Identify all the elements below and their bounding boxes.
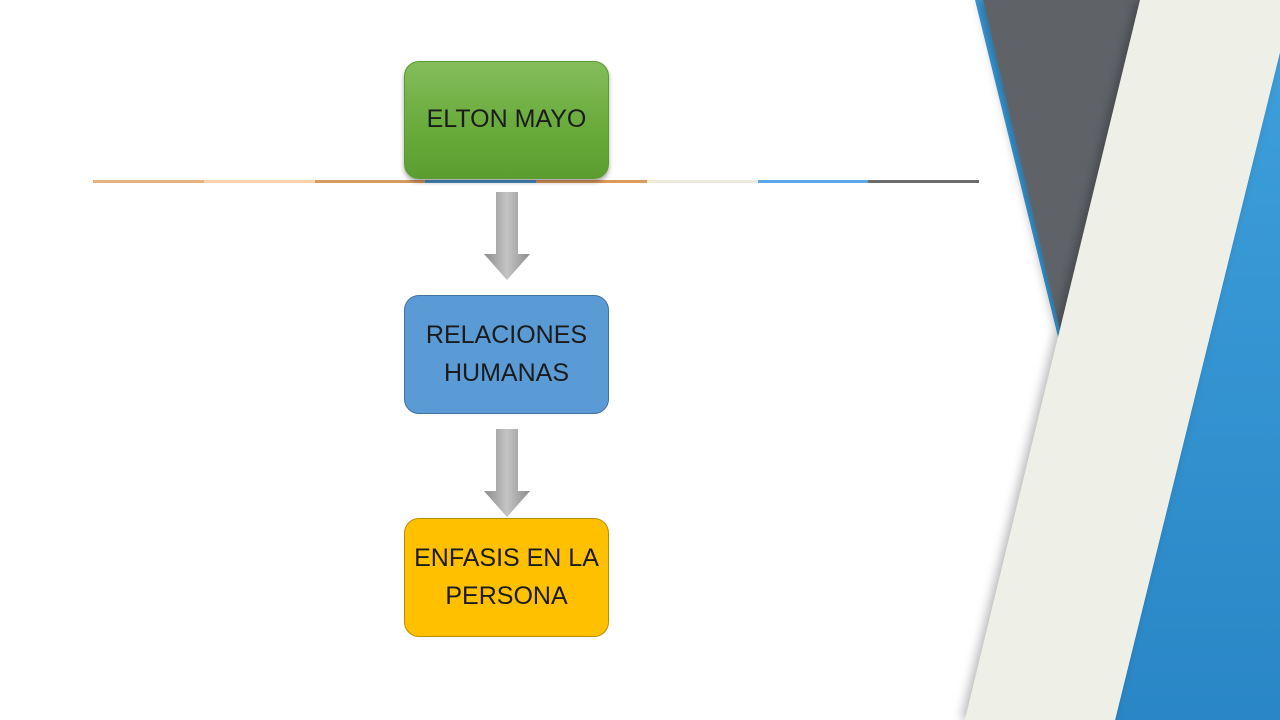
down-arrow-icon <box>484 429 530 517</box>
node-label: RELACIONES HUMANAS <box>425 321 588 387</box>
cream-band <box>965 0 1280 720</box>
divider-rule <box>93 180 979 183</box>
node-label: ELTON MAYO <box>426 105 587 134</box>
down-arrow-icon <box>484 192 530 280</box>
rule-segment <box>425 180 536 183</box>
node-label: ENFASIS EN LA PERSONA <box>414 544 599 610</box>
node-relaciones-humanas: RELACIONES HUMANAS <box>404 295 609 414</box>
rule-segment <box>757 180 869 183</box>
dark-gray-panel <box>983 0 1142 330</box>
rule-segment <box>203 180 315 183</box>
rule-segment <box>93 180 204 183</box>
rule-segment <box>868 180 979 183</box>
rule-segment <box>536 180 647 183</box>
rule-segment <box>646 180 758 183</box>
node-elton-mayo: ELTON MAYO <box>404 61 609 179</box>
node-enfasis-persona: ENFASIS EN LA PERSONA <box>404 518 609 637</box>
rule-segment <box>314 180 426 183</box>
